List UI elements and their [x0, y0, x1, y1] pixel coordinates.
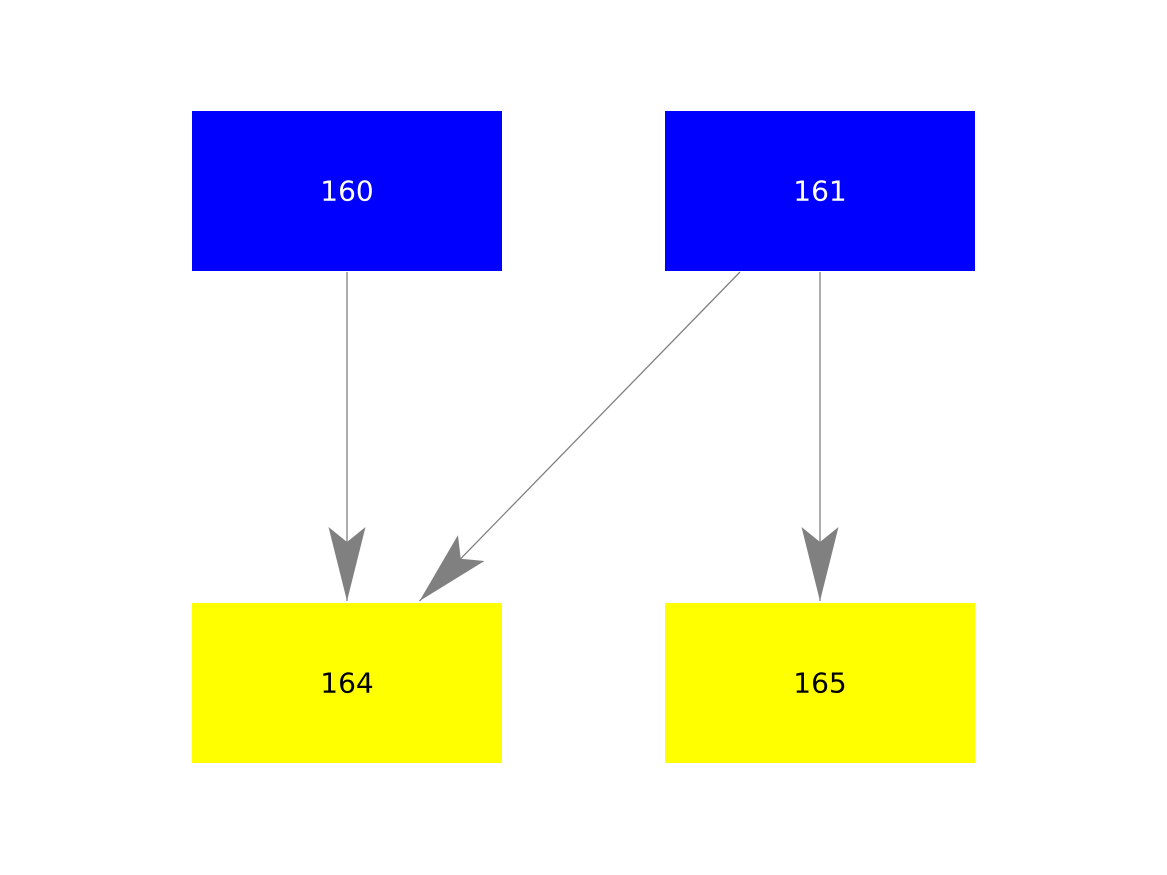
- node-164-box: [192, 603, 502, 763]
- edge-161-165-arrowhead-icon: [801, 527, 839, 601]
- node-165: 165: [665, 603, 975, 763]
- node-161: 161: [665, 111, 975, 271]
- edge-160-164: [328, 272, 366, 601]
- edge-161-164-arrowhead-icon: [419, 535, 485, 601]
- node-160: 160: [192, 111, 502, 271]
- edge-161-164-line: [419, 271, 741, 602]
- edge-161-164: [419, 271, 741, 602]
- edge-160-164-arrowhead-icon: [328, 527, 366, 601]
- node-161-label: 161: [793, 175, 846, 208]
- node-165-box: [665, 603, 975, 763]
- node-164: 164: [192, 603, 502, 763]
- node-165-label: 165: [793, 667, 846, 700]
- node-161-box: [665, 111, 975, 271]
- node-160-label: 160: [320, 175, 373, 208]
- node-160-box: [192, 111, 502, 271]
- node-164-label: 164: [320, 667, 373, 700]
- edge-161-165: [801, 272, 839, 601]
